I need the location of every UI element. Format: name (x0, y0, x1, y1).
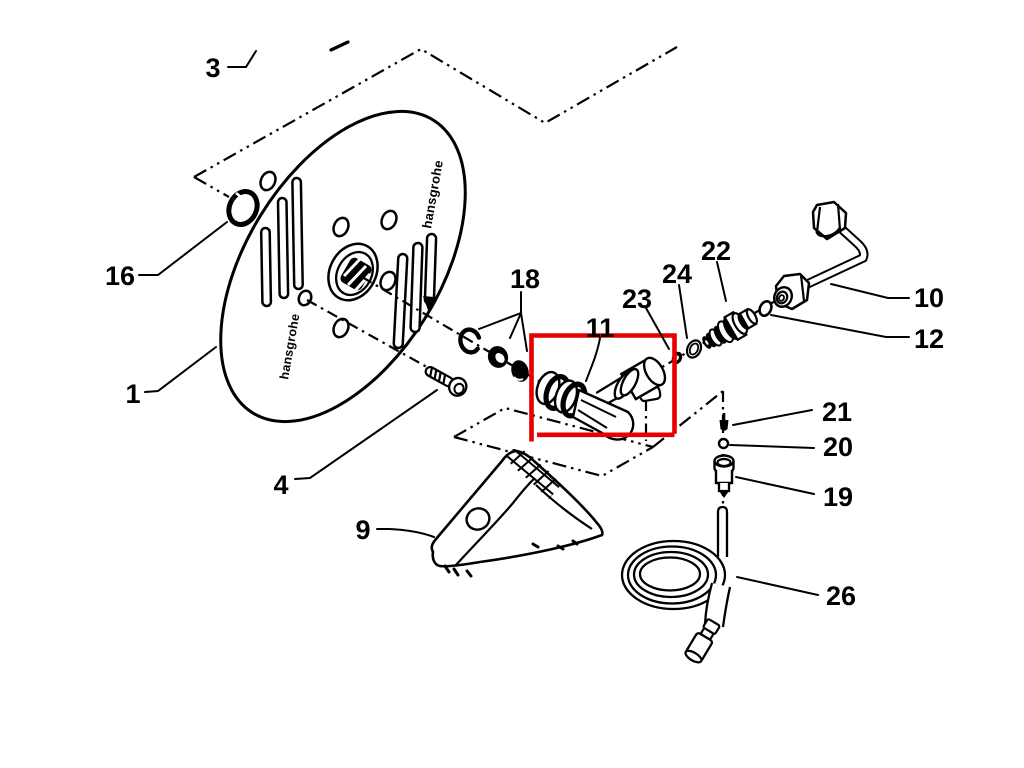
svg-text:26: 26 (826, 581, 856, 611)
svg-text:23: 23 (622, 284, 652, 314)
svg-text:3: 3 (205, 53, 220, 83)
svg-text:1: 1 (125, 379, 140, 409)
svg-text:24: 24 (662, 259, 692, 289)
svg-text:16: 16 (105, 261, 135, 291)
svg-text:20: 20 (823, 432, 853, 462)
svg-text:22: 22 (701, 236, 731, 266)
svg-text:4: 4 (273, 470, 288, 500)
svg-text:10: 10 (914, 283, 944, 313)
svg-text:21: 21 (822, 397, 852, 427)
svg-text:9: 9 (355, 515, 370, 545)
svg-text:18: 18 (510, 264, 540, 294)
svg-text:11: 11 (586, 313, 615, 343)
svg-text:12: 12 (914, 324, 944, 354)
svg-text:19: 19 (823, 482, 853, 512)
